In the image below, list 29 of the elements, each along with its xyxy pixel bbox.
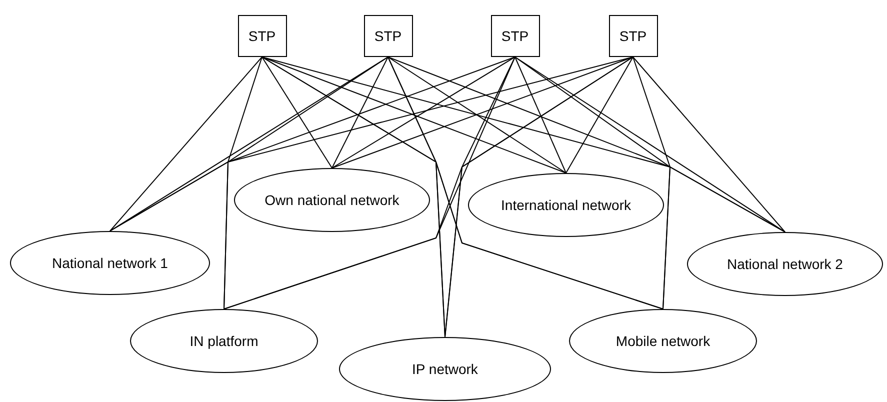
connector-line: [262, 56, 332, 168]
connector-line: [632, 56, 670, 310]
stp-box: [608, 15, 658, 57]
connector-line: [224, 56, 388, 310]
stp-label: STP: [374, 28, 402, 44]
network-label: National network 2: [727, 256, 843, 272]
stp-box: [364, 15, 412, 57]
connector-line: [388, 56, 446, 338]
connector-line: [332, 56, 388, 168]
connector-line: [332, 56, 516, 168]
connector-line: [110, 56, 262, 232]
stp-label: STP: [501, 28, 529, 44]
connector-line: [566, 56, 634, 174]
connector-line: [388, 56, 786, 232]
network-label: IN platform: [190, 333, 258, 349]
network-label: International network: [501, 197, 631, 213]
connector-line: [514, 56, 566, 174]
connector-line: [632, 56, 786, 232]
network-label: Own national network: [264, 192, 400, 208]
stp-label: STP: [619, 28, 647, 44]
network-label: IP network: [412, 361, 478, 377]
stp-box: [490, 15, 540, 57]
stp-box: [238, 15, 286, 57]
connector-line: [444, 56, 634, 338]
network-label: National network 1: [52, 255, 168, 271]
connector-line: [514, 56, 786, 232]
network-label: Mobile network: [616, 333, 710, 349]
connector-line: [388, 56, 566, 174]
stp-label: STP: [248, 28, 276, 44]
